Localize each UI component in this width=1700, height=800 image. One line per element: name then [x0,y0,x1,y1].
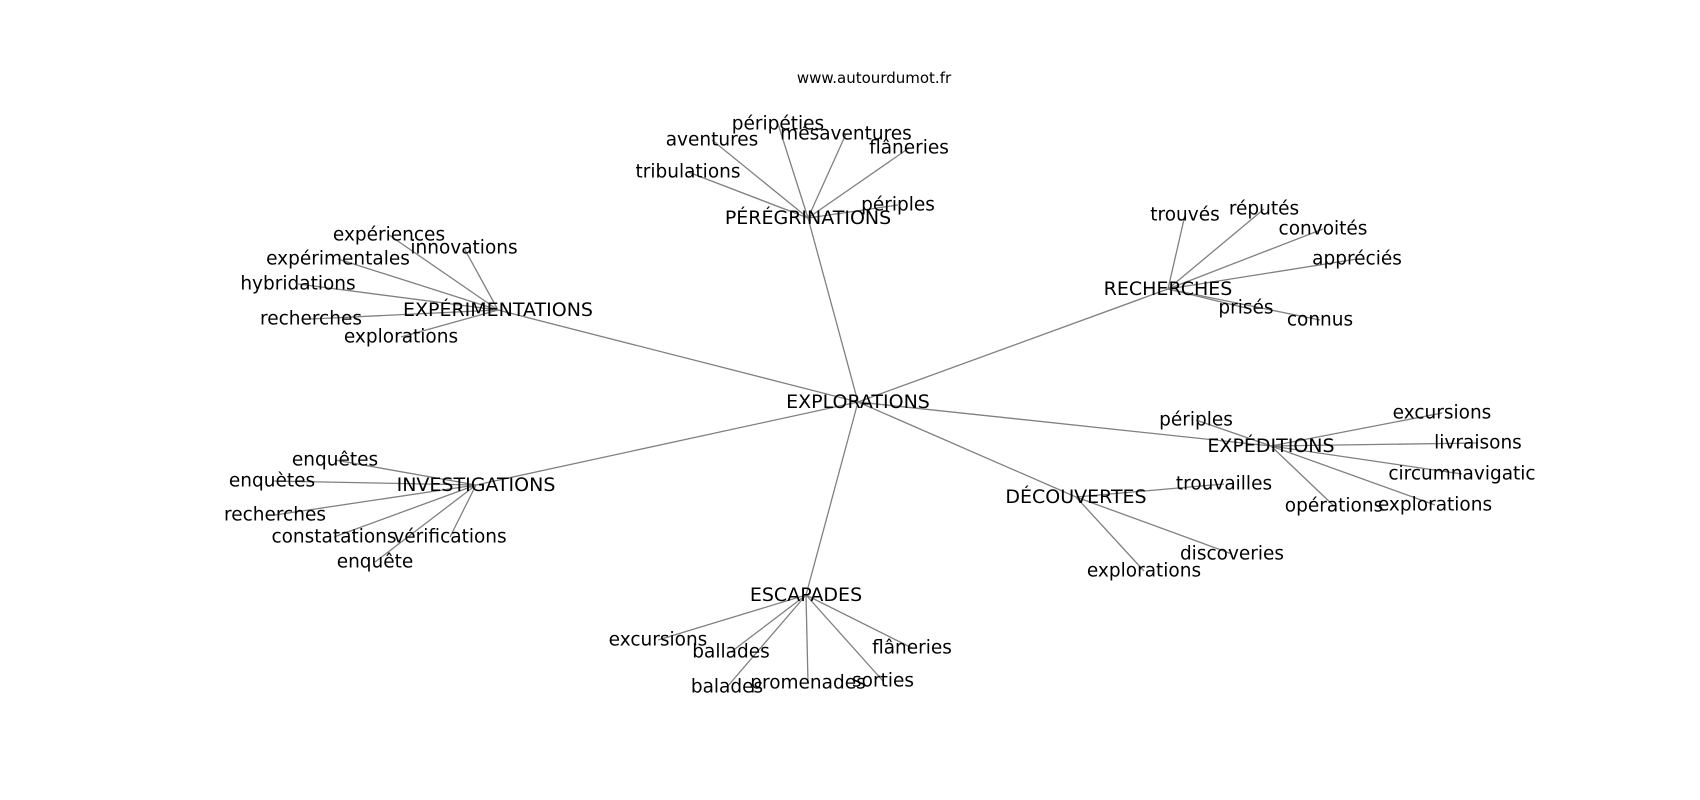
edge-expeditions-operations [1270,445,1335,507]
edge-experimentations-explorations [400,309,499,338]
edge-recherches-reputes [1167,208,1265,290]
leaf-node-label-recherches-convoites: convoités [1279,219,1368,240]
edge-peregrinations-aventures [711,139,809,219]
edge-escapades-sorties [805,594,884,682]
edge-investigations-constatations [333,484,477,538]
edge-escapades-balades [726,594,807,688]
edge-center-expeditions [857,401,1272,447]
leaf-node-label-decouvertes-trouvailles: trouvailles [1176,474,1272,495]
hub-node-label-escapades: ESCAPADES [750,584,862,606]
edge-investigations-recherches [274,484,477,516]
leaf-node-label-peregrinations-peripeties: péripéties [732,114,824,135]
hub-node-label-experimentations: EXPÉRIMENTATIONS [403,298,593,321]
leaf-node-label-decouvertes-explorations: explorations [1087,561,1201,582]
hub-node-label-peregrinations: PÉRÉGRINATIONS [725,206,891,229]
leaf-node-label-investigations-enquetes: enquêtes [292,450,378,471]
edge-center-peregrinations [807,217,859,403]
edge-expeditions-circumnavigatic [1270,445,1463,475]
edge-peregrinations-tribulations [687,171,809,219]
leaf-node-label-expeditions-circumnavigatic: circumnavigatic [1388,464,1535,485]
edge-recherches-apprecies [1167,258,1358,290]
leaf-node-label-escapades-excursions: excursions [609,630,708,651]
edge-peregrinations-mesaventures [807,133,847,219]
leaf-node-label-recherches-trouves: trouvés [1150,205,1219,226]
hub-node-label-expeditions: EXPÉDITIONS [1207,434,1334,457]
graph-labels: www.autourdumot.fr EXPLORATIONS PÉRÉGRINA… [224,69,1536,698]
edge-investigations-enquetes [271,480,477,486]
leaf-node-label-investigations-enquetes: enquètes [229,471,315,492]
edge-decouvertes-explorations [1075,496,1145,572]
leaf-node-label-escapades-balades: balades [691,677,763,698]
leaf-node-label-peregrinations-periples: périples [861,195,935,216]
edge-decouvertes-discoveries [1075,496,1233,555]
edge-escapades-excursions [657,594,807,641]
edge-investigations-enquete [374,484,477,563]
edge-escapades-flaneries [805,594,913,649]
leaf-node-label-investigations-verifications: vérifications [393,527,506,548]
hub-node-label-recherches: RECHERCHES [1104,278,1233,300]
edge-expeditions-excursions [1270,412,1443,447]
edge-decouvertes-trouvailles [1075,483,1225,498]
edge-experimentations-experiences [388,234,499,311]
edge-expeditions-explorations [1270,445,1436,506]
edge-investigations-verifications [449,484,477,538]
leaf-node-label-recherches-reputes: réputés [1229,199,1299,220]
edge-peregrinations-peripeties [777,123,809,219]
leaf-node-label-expeditions-periples: périples [1159,410,1233,431]
edge-investigations-enquetes [334,459,477,486]
edge-escapades-promenades [805,594,809,684]
edge-center-investigations [475,401,859,486]
leaf-node-label-peregrinations-aventures: aventures [666,130,759,151]
leaf-node-label-escapades-flaneries: flâneries [872,638,952,659]
leaf-node-label-expeditions-explorations: explorations [1378,495,1492,516]
edge-experimentations-innovations [463,247,499,311]
leaf-node-label-escapades-sorties: sorties [852,671,914,692]
leaf-node-label-peregrinations-mesaventures: mésaventures [780,124,912,145]
source-label: www.autourdumot.fr [797,69,952,87]
edge-experimentations-experimentales [337,258,499,311]
edge-experimentations-hybridations [297,283,499,311]
leaf-node-label-experimentations-experiences: expériences [333,225,445,246]
edge-expeditions-livraisons [1270,442,1479,447]
graph-edges [271,123,1479,688]
center-node-label: EXPLORATIONS [786,391,930,413]
leaf-node-label-expeditions-operations: opérations [1285,496,1383,517]
edge-peregrinations-flaneries [807,147,910,219]
edge-recherches-connus [1167,288,1321,321]
hub-node-label-decouvertes: DÉCOUVERTES [1005,485,1146,508]
edge-recherches-convoites [1167,228,1324,290]
leaf-node-label-experimentations-innovations: innovations [410,238,517,259]
leaf-node-label-peregrinations-flaneries: flâneries [869,138,949,159]
leaf-node-label-escapades-ballades: ballades [692,642,769,663]
edge-peregrinations-periples [807,204,899,219]
leaf-node-label-expeditions-livraisons: livraisons [1434,433,1522,454]
leaf-node-label-recherches-prises: prisés [1218,298,1273,319]
leaf-node-label-escapades-promenades: promenades [750,673,866,694]
leaf-node-label-experimentations-recherches: recherches [260,309,362,330]
edge-center-decouvertes [857,401,1077,498]
edge-center-recherches [857,288,1169,403]
edge-escapades-ballades [730,594,807,653]
hub-node-label-investigations: INVESTIGATIONS [397,474,556,496]
leaf-node-label-experimentations-explorations: explorations [344,327,458,348]
leaf-node-label-recherches-apprecies: appréciés [1312,249,1402,270]
leaf-node-label-investigations-constatations: constatations [271,527,396,548]
leaf-node-label-investigations-recherches: recherches [224,505,326,526]
edge-experimentations-recherches [310,309,499,320]
leaf-node-label-investigations-enquete: enquête [337,552,414,573]
leaf-node-label-peregrinations-tribulations: tribulations [635,162,740,183]
leaf-node-label-expeditions-excursions: excursions [1393,403,1492,424]
leaf-node-label-experimentations-experimentales: expérimentales [266,249,410,270]
edge-recherches-trouves [1167,214,1186,290]
leaf-node-label-recherches-connus: connus [1287,310,1353,331]
edge-center-escapades [805,401,859,596]
leaf-node-label-decouvertes-discoveries: discoveries [1180,544,1284,565]
leaf-node-label-experimentations-hybridations: hybridations [240,274,355,295]
edge-center-experimentations [497,309,859,403]
edge-expeditions-periples [1195,419,1272,447]
